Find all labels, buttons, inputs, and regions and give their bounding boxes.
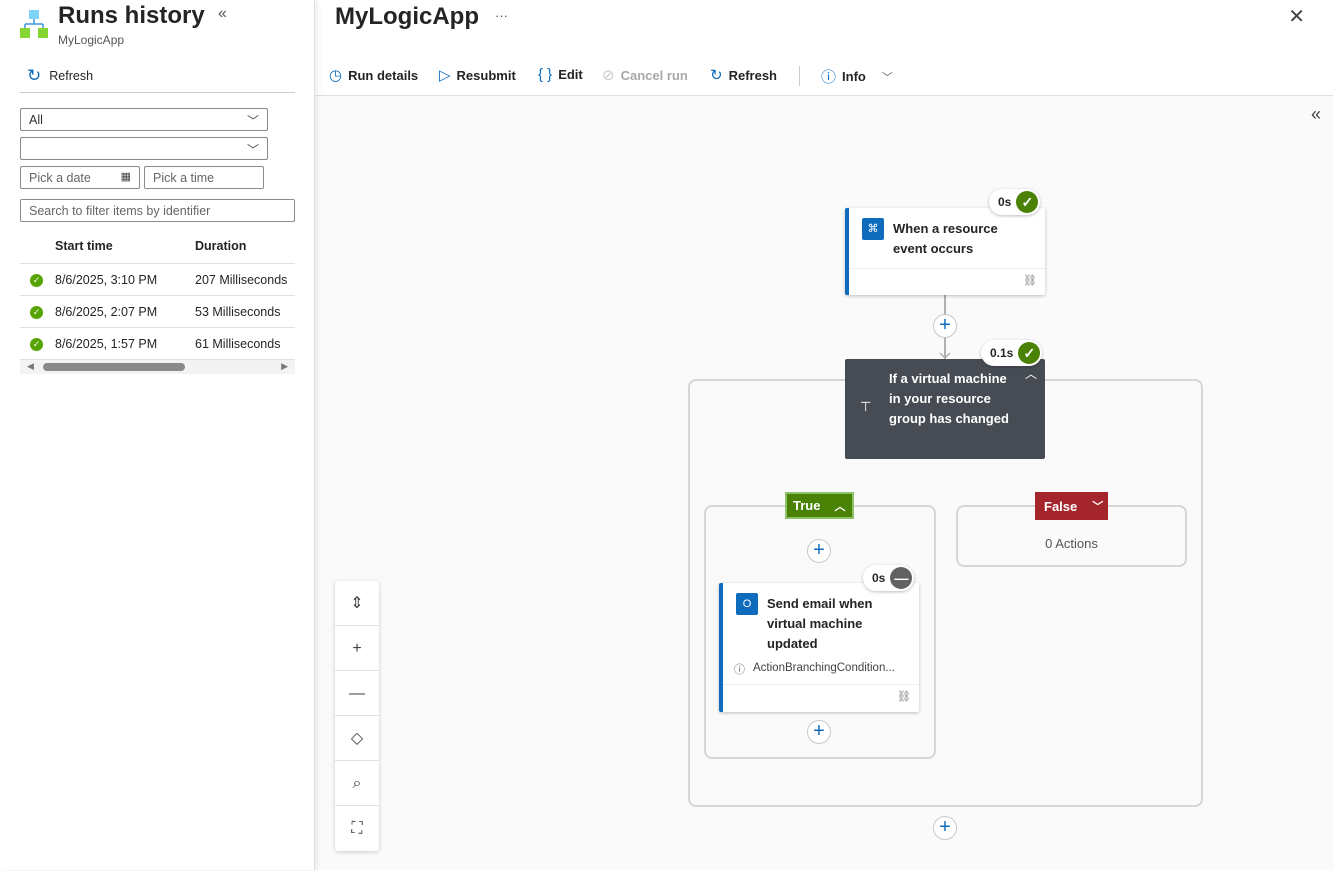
link-icon: ⛓ bbox=[1023, 275, 1037, 287]
column-header-duration[interactable]: Duration bbox=[195, 239, 247, 253]
zoom-in-icon[interactable]: + bbox=[335, 626, 379, 671]
add-step-button[interactable]: + bbox=[933, 314, 957, 338]
fit-view-icon[interactable]: ◇ bbox=[335, 716, 379, 761]
secondary-filter-dropdown[interactable]: ﹀ bbox=[20, 137, 268, 160]
action-status-badge: 0s— bbox=[863, 565, 915, 591]
page-title: MyLogicApp bbox=[335, 3, 479, 30]
add-step-button[interactable]: + bbox=[807, 539, 831, 563]
success-icon: ✓ bbox=[30, 338, 43, 351]
add-step-button[interactable]: + bbox=[933, 816, 957, 840]
code-braces-icon: { } bbox=[538, 66, 553, 83]
card-divider bbox=[723, 684, 919, 685]
panel-subtitle: MyLogicApp bbox=[58, 33, 125, 47]
resubmit-icon: ▷ bbox=[439, 67, 451, 84]
scroll-left-arrow[interactable]: ◀ bbox=[27, 361, 34, 371]
column-header-start-time[interactable]: Start time bbox=[55, 239, 113, 253]
info-icon: ⓘ bbox=[734, 664, 745, 676]
date-picker[interactable]: Pick a date▦ bbox=[20, 166, 140, 189]
run-details-button[interactable]: ◷Run details bbox=[329, 67, 419, 84]
panel-title: Runs history bbox=[58, 2, 205, 29]
toolbar-divider bbox=[799, 66, 800, 86]
chevron-up-icon: ︿ bbox=[834, 500, 846, 513]
condition-card[interactable]: ⊤ If a virtual machine in your resource … bbox=[845, 359, 1045, 459]
trigger-status-badge: 0s✓ bbox=[989, 189, 1041, 215]
cancel-run-button: ⊘Cancel run bbox=[602, 67, 688, 84]
workflow-run-panel: MyLogicApp ··· ✕ ◷Run details ▷Resubmit … bbox=[315, 0, 1333, 870]
search-input[interactable]: Search to filter items by identifier bbox=[20, 199, 295, 222]
search-icon[interactable]: ⌕ bbox=[335, 761, 379, 806]
true-branch-header[interactable]: True︿ bbox=[785, 492, 854, 519]
edit-button[interactable]: { }Edit bbox=[538, 66, 583, 83]
runs-history-panel: Runs history MyLogicApp « ↻Refresh All﹀ … bbox=[0, 0, 315, 870]
link-icon: ⛓ bbox=[897, 691, 911, 703]
workflow-canvas[interactable]: « ⌘ When a resource event occurs ⛓ 0s✓ +… bbox=[315, 95, 1333, 870]
collapse-panel-icon[interactable]: « bbox=[218, 5, 227, 22]
trigger-card[interactable]: ⌘ When a resource event occurs ⛓ bbox=[845, 208, 1045, 295]
chevron-down-icon: ﹀ bbox=[881, 71, 893, 84]
event-grid-icon: ⌘ bbox=[862, 218, 884, 240]
send-email-card[interactable]: O Send email when virtual machine update… bbox=[719, 583, 919, 712]
card-divider bbox=[849, 268, 1045, 269]
condition-icon: ⊤ bbox=[860, 399, 872, 414]
chevron-down-icon: ﹀ bbox=[246, 143, 259, 157]
outlook-icon: O bbox=[736, 593, 758, 615]
more-options-button[interactable]: ··· bbox=[495, 8, 508, 23]
horizontal-scrollbar[interactable]: ◀ ▶ bbox=[20, 360, 295, 374]
divider bbox=[20, 92, 295, 93]
refresh-icon: ↻ bbox=[710, 67, 723, 84]
time-picker[interactable]: Pick a time bbox=[144, 166, 264, 189]
collapse-canvas-panel-icon[interactable]: « bbox=[1310, 104, 1321, 124]
condition-status-badge: 0.1s✓ bbox=[981, 340, 1043, 366]
skipped-icon: — bbox=[890, 567, 913, 589]
refresh-icon: ↻ bbox=[27, 66, 42, 85]
chevron-down-icon: ﹀ bbox=[246, 114, 259, 128]
zoom-out-icon[interactable]: — bbox=[335, 671, 379, 716]
success-check-icon: ✓ bbox=[1018, 342, 1041, 364]
success-icon: ✓ bbox=[30, 306, 43, 319]
collapse-chevron-icon[interactable]: ︿ bbox=[1024, 367, 1037, 381]
success-check-icon: ✓ bbox=[1016, 191, 1039, 213]
scrollbar-thumb[interactable] bbox=[43, 363, 185, 371]
false-branch-header[interactable]: False﹀ bbox=[1035, 492, 1108, 520]
add-step-button[interactable]: + bbox=[807, 720, 831, 744]
refresh-button[interactable]: ↻Refresh bbox=[710, 67, 777, 84]
zoom-controls: ⇕ + — ◇ ⌕ ⛶ bbox=[335, 581, 379, 851]
chevron-down-icon: ﹀ bbox=[1092, 501, 1104, 513]
minimap-icon[interactable]: ⛶ bbox=[351, 820, 363, 837]
divider bbox=[20, 263, 295, 264]
scroll-right-arrow[interactable]: ▶ bbox=[281, 361, 288, 371]
refresh-button[interactable]: ↻Refresh bbox=[27, 66, 94, 85]
logic-app-icon bbox=[20, 10, 48, 38]
cancel-icon: ⊘ bbox=[602, 67, 615, 84]
resubmit-button[interactable]: ▷Resubmit bbox=[439, 67, 516, 84]
calendar-icon: ▦ bbox=[120, 171, 131, 183]
success-icon: ✓ bbox=[30, 274, 43, 287]
history-icon: ◷ bbox=[329, 67, 343, 84]
close-button[interactable]: ✕ bbox=[1288, 6, 1305, 28]
status-filter-dropdown[interactable]: All﹀ bbox=[20, 108, 268, 131]
false-branch-scope bbox=[956, 505, 1187, 567]
fit-height-icon[interactable]: ⇕ bbox=[335, 581, 379, 626]
info-icon: ⓘ bbox=[821, 69, 837, 86]
